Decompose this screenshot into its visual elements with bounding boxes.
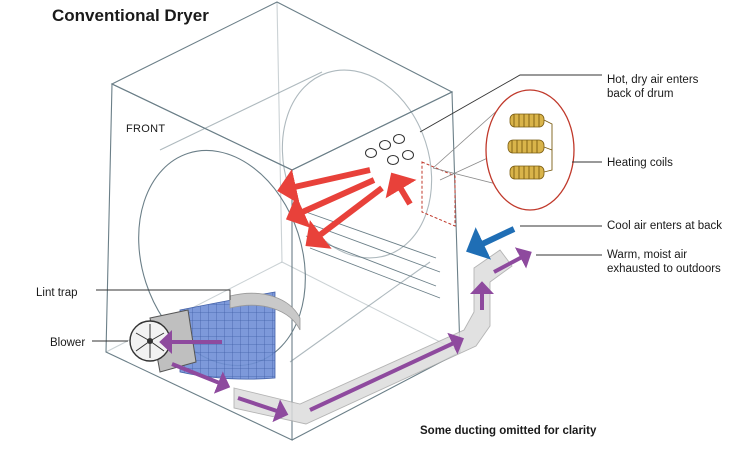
exhaust-arrows — [159, 247, 532, 423]
drum-fins — [305, 211, 441, 299]
cool-air-label: Cool air enters at back — [607, 220, 723, 232]
hot-air-label: Hot, dry air enters back of drum — [607, 73, 698, 101]
heating-coil-detail — [485, 89, 575, 211]
leader-lines — [92, 74, 602, 342]
heating-coils-label: Heating coils — [607, 157, 673, 169]
warm-air-label-line1: Warm, moist air — [607, 249, 688, 261]
hot-air-label-line2: back of drum — [607, 88, 674, 100]
diagram-title: Conventional Dryer — [52, 6, 209, 25]
front-label: FRONT — [126, 123, 166, 135]
lint-trap-label: Lint trap — [36, 287, 78, 299]
warm-air-label: Warm, moist air exhausted to outdoors — [607, 248, 721, 276]
hot-air-arrows — [277, 167, 417, 249]
heating-coil-housing — [421, 161, 456, 227]
drum-vent-holes — [365, 134, 414, 165]
warm-air-label-line2: exhausted to outdoors — [607, 263, 721, 275]
cool-air-arrow — [466, 226, 516, 260]
hot-air-label-line1: Hot, dry air enters — [607, 74, 699, 86]
ducting-note: Some ducting omitted for clarity — [420, 425, 597, 437]
lint-trap — [179, 291, 301, 380]
blower-label: Blower — [50, 337, 86, 349]
